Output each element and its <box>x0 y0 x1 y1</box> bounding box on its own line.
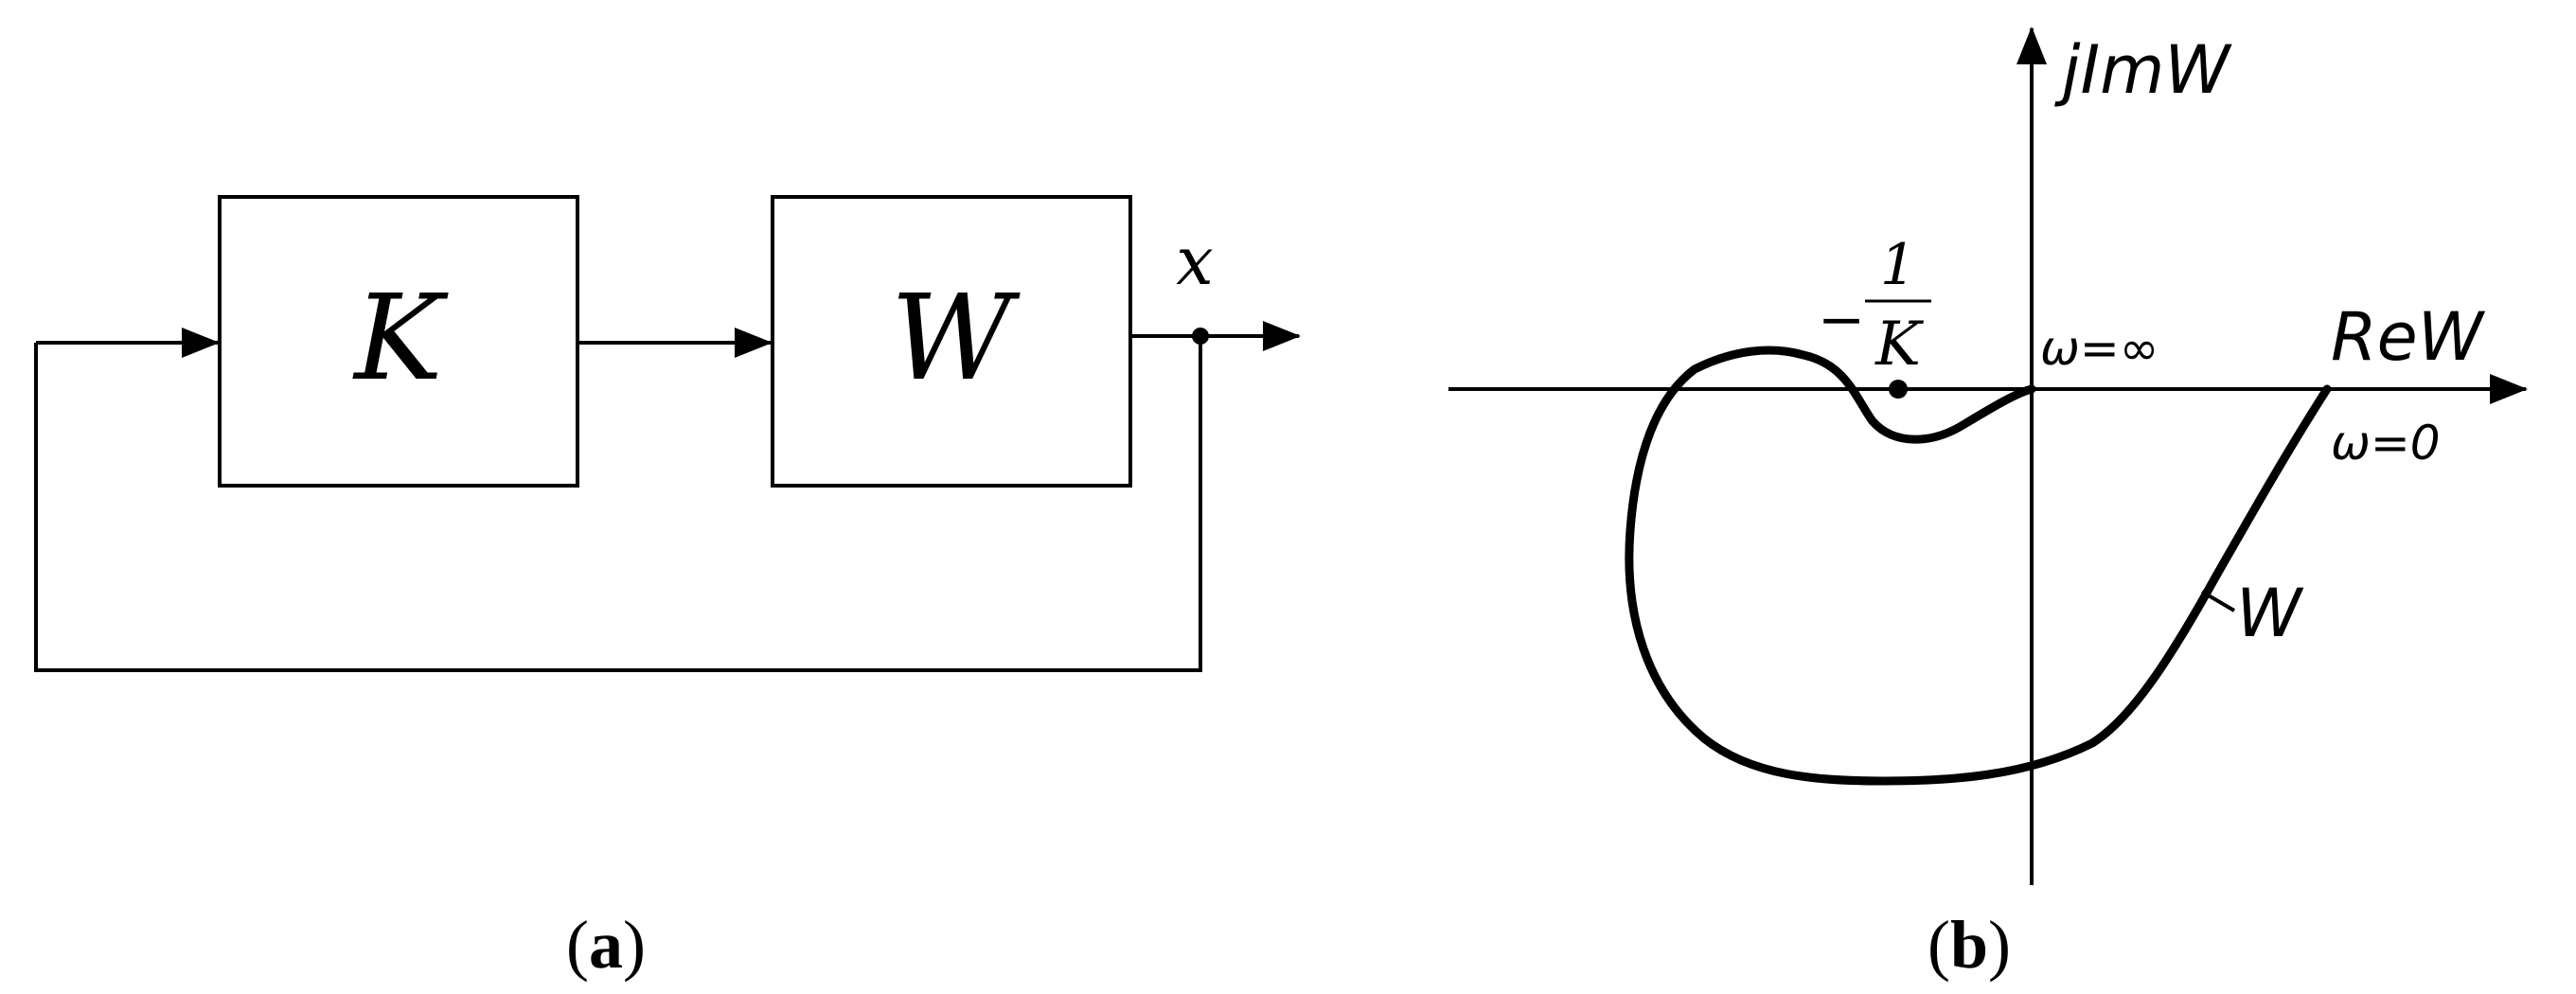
block-w-label: W <box>891 270 1021 407</box>
critical-denominator: K <box>1874 310 1924 380</box>
nyquist-plot-b: jImW ReW − 1 K ω=∞ ω=0 W <box>1448 27 2528 885</box>
caption-b-letter: b <box>1950 907 1988 983</box>
critical-sign: − <box>1818 287 1865 353</box>
omega-infinity-label: ω=∞ <box>2040 321 2159 376</box>
omega-zero-label: ω=0 <box>2331 416 2441 470</box>
block-diagram-a: K W x <box>34 195 1301 672</box>
critical-point <box>1889 380 1908 399</box>
critical-numerator: 1 <box>1880 232 1916 298</box>
imag-axis-label: jImW <box>2054 31 2232 109</box>
curve-label: W <box>2236 575 2304 652</box>
real-axis-label: ReW <box>2331 298 2486 376</box>
block-k-label: K <box>352 270 449 407</box>
caption-a: (a) <box>566 907 646 983</box>
block-w <box>771 195 1132 488</box>
critical-point-label: − 1 K <box>1818 232 1931 380</box>
caption-b: (b) <box>1928 907 2011 983</box>
caption-a-letter: a <box>589 907 623 983</box>
feedback-path <box>34 336 1202 672</box>
output-label: x <box>1176 222 1213 300</box>
nyquist-curve-w <box>1625 346 2332 786</box>
curve-label-leader <box>2200 590 2236 612</box>
